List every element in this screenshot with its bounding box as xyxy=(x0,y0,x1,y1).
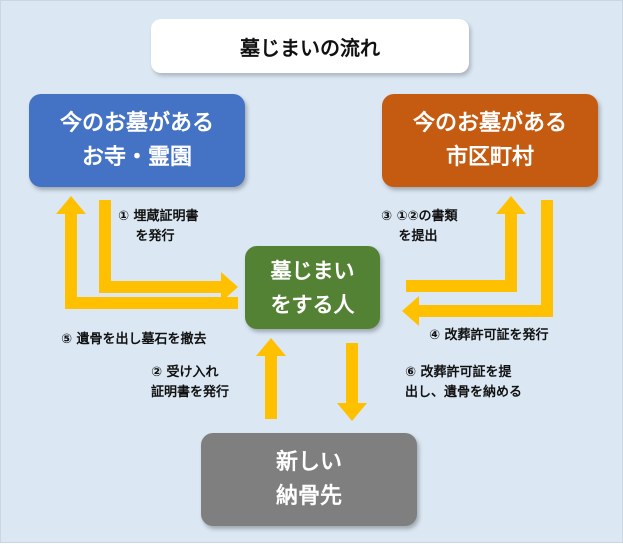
step1-label: ① 埋蔵証明書 を発行 xyxy=(118,209,199,244)
arrow-step4 xyxy=(402,200,553,326)
node-person: 墓じまい をする人 xyxy=(245,246,380,329)
node-city-office: 今のお墓がある 市区町村 xyxy=(382,94,598,187)
arrow-step1 xyxy=(99,200,238,302)
step5-label: ⑤ 遺骨を出し墓石を撤去 xyxy=(61,332,207,347)
step6-label: ⑥ 改葬許可証を提 出し、遺骨を納める xyxy=(405,365,523,400)
node-temple: 今のお墓がある お寺・霊園 xyxy=(29,94,245,187)
arrow-step5 xyxy=(56,196,238,309)
arrow-step6 xyxy=(337,343,367,421)
diagram-title: 墓じまいの流れ xyxy=(151,19,469,73)
step4-label: ④ 改葬許可証を発行 xyxy=(429,328,549,343)
arrow-step3 xyxy=(406,196,526,292)
step2-label: ② 受け入れ 証明書を発行 xyxy=(151,365,230,400)
arrow-step2 xyxy=(256,338,286,419)
node-new-grave: 新しい 納骨先 xyxy=(201,433,417,526)
step3-label: ③ ①②の書類 を提出 xyxy=(381,209,458,244)
